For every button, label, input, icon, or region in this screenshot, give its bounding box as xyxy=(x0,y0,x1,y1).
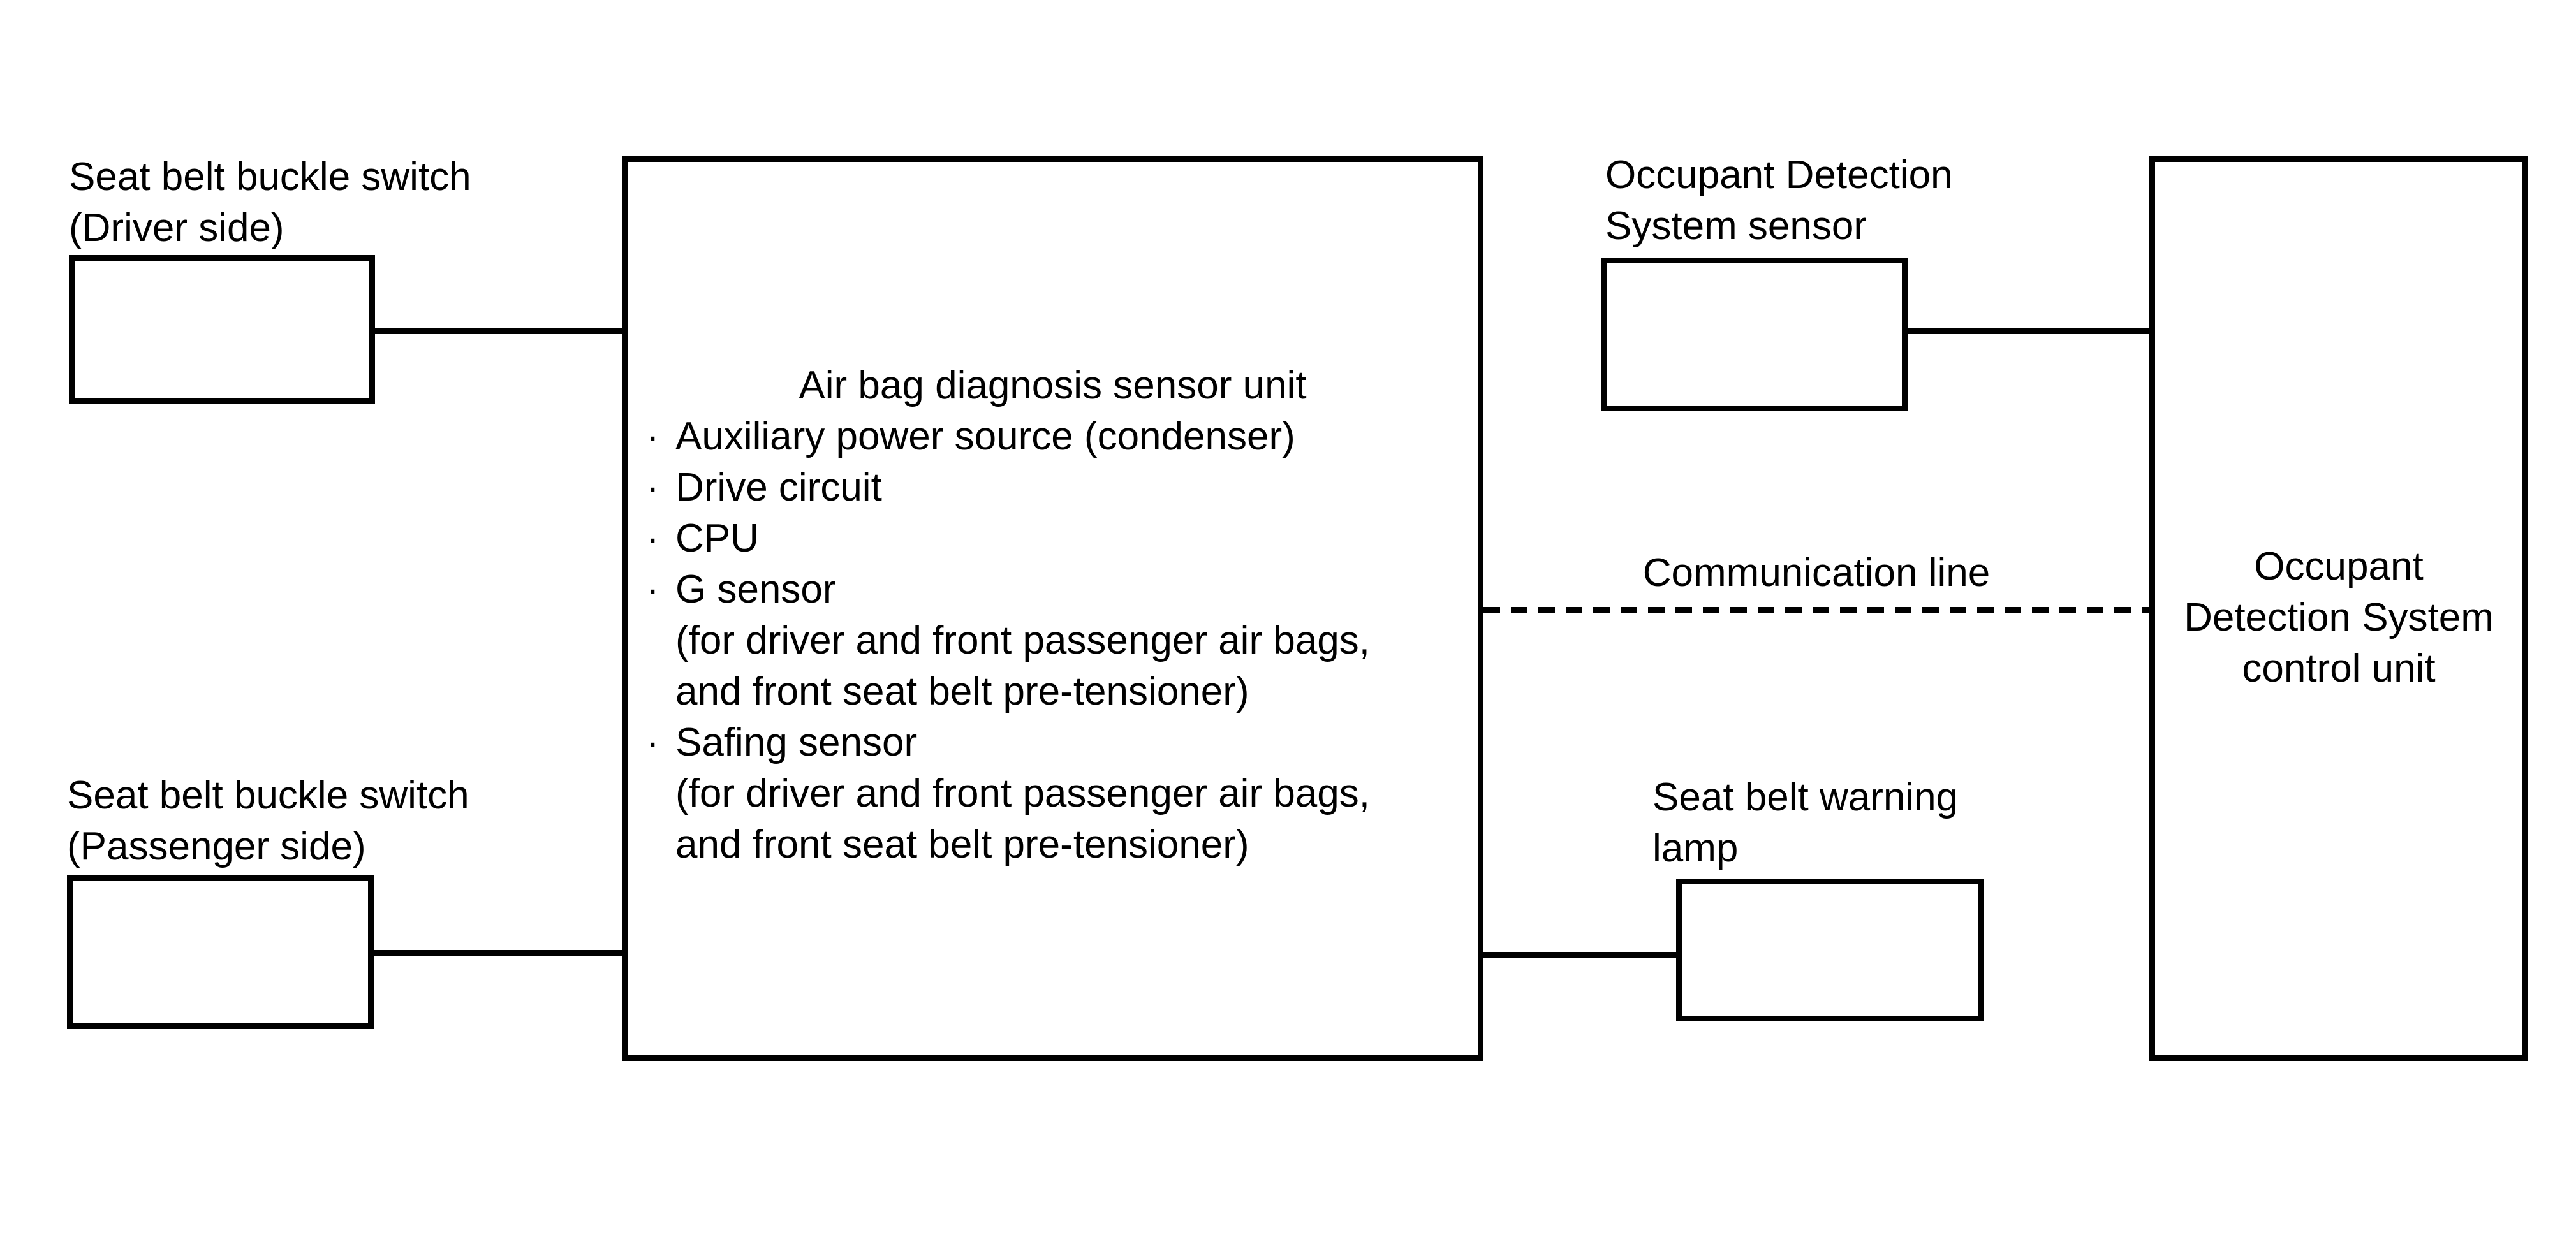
bullet-icon: · xyxy=(646,516,659,560)
passenger-switch-label: Seat belt buckle switch (Passenger side) xyxy=(67,770,469,872)
airbag-unit-item-0-text: Auxiliary power source (condenser) xyxy=(675,414,1295,458)
bullet-icon: · xyxy=(646,414,659,458)
bullet-icon: · xyxy=(646,720,659,764)
driver-switch-label-line2: (Driver side) xyxy=(69,206,284,250)
airbag-unit-content: Air bag diagnosis sensor unit · Auxiliary… xyxy=(622,360,1483,870)
passenger-switch-box xyxy=(67,875,374,1029)
airbag-unit-item-2-text: CPU xyxy=(675,516,759,560)
airbag-unit-item-3: · G sensor xyxy=(622,564,1483,615)
driver-switch-label: Seat belt buckle switch (Driver side) xyxy=(69,152,471,254)
ods-control-unit-label-line3: control unit xyxy=(2242,647,2436,691)
ods-sensor-label-line1: Occupant Detection xyxy=(1605,153,1953,197)
airbag-unit-item-5-text: and front seat belt pre-tensioner) xyxy=(675,669,1249,713)
warning-lamp-label-line2: lamp xyxy=(1652,826,1739,870)
ods-sensor-box xyxy=(1601,258,1908,411)
bullet-icon: · xyxy=(646,567,659,611)
airbag-unit-item-4: (for driver and front passenger air bags… xyxy=(622,615,1483,666)
airbag-unit-item-1-text: Drive circuit xyxy=(675,465,882,509)
airbag-unit-item-2: · CPU xyxy=(622,513,1483,564)
airbag-unit-item-4-text: (for driver and front passenger air bags… xyxy=(675,618,1370,662)
communication-dashed-line xyxy=(1483,607,2149,613)
ods-control-unit-box xyxy=(2149,156,2528,1061)
warning-lamp-label-line1: Seat belt warning xyxy=(1652,775,1959,819)
airbag-unit-box xyxy=(622,156,1483,1061)
bullet-icon: · xyxy=(646,465,659,509)
airbag-unit-item-6: · Safing sensor xyxy=(622,717,1483,768)
airbag-unit-item-0: · Auxiliary power source (condenser) xyxy=(622,411,1483,462)
airbag-unit-item-6-text: Safing sensor xyxy=(675,720,918,764)
ods-control-unit-label-line2: Detection System xyxy=(2184,596,2494,639)
passenger-switch-connector-line xyxy=(374,950,622,956)
driver-switch-box xyxy=(69,255,375,404)
passenger-switch-label-line2: (Passenger side) xyxy=(67,824,366,868)
driver-switch-connector-line xyxy=(375,328,622,334)
airbag-unit-item-3-text: G sensor xyxy=(675,567,836,611)
ods-sensor-label-line2: System sensor xyxy=(1605,204,1867,248)
ods-control-unit-label-line1: Occupant xyxy=(2254,544,2424,588)
airbag-unit-title: Air bag diagnosis sensor unit xyxy=(799,363,1307,407)
warning-lamp-box xyxy=(1676,879,1984,1021)
airbag-unit-item-1: · Drive circuit xyxy=(622,462,1483,513)
airbag-unit-item-8-text: and front seat belt pre-tensioner) xyxy=(675,822,1249,866)
passenger-switch-label-line1: Seat belt buckle switch xyxy=(67,773,469,817)
airbag-unit-item-7-text: (for driver and front passenger air bags… xyxy=(675,771,1370,815)
ods-sensor-connector-line xyxy=(1908,328,2149,334)
communication-line-label: Communication line xyxy=(1642,551,1991,595)
airbag-unit-item-7: (for driver and front passenger air bags… xyxy=(622,768,1483,819)
airbag-unit-item-5: and front seat belt pre-tensioner) xyxy=(622,666,1483,717)
warning-lamp-label: Seat belt warning lamp xyxy=(1652,772,1958,874)
driver-switch-label-line1: Seat belt buckle switch xyxy=(69,155,471,199)
airbag-unit-item-8: and front seat belt pre-tensioner) xyxy=(622,819,1483,870)
warning-lamp-connector-line xyxy=(1483,952,1676,958)
